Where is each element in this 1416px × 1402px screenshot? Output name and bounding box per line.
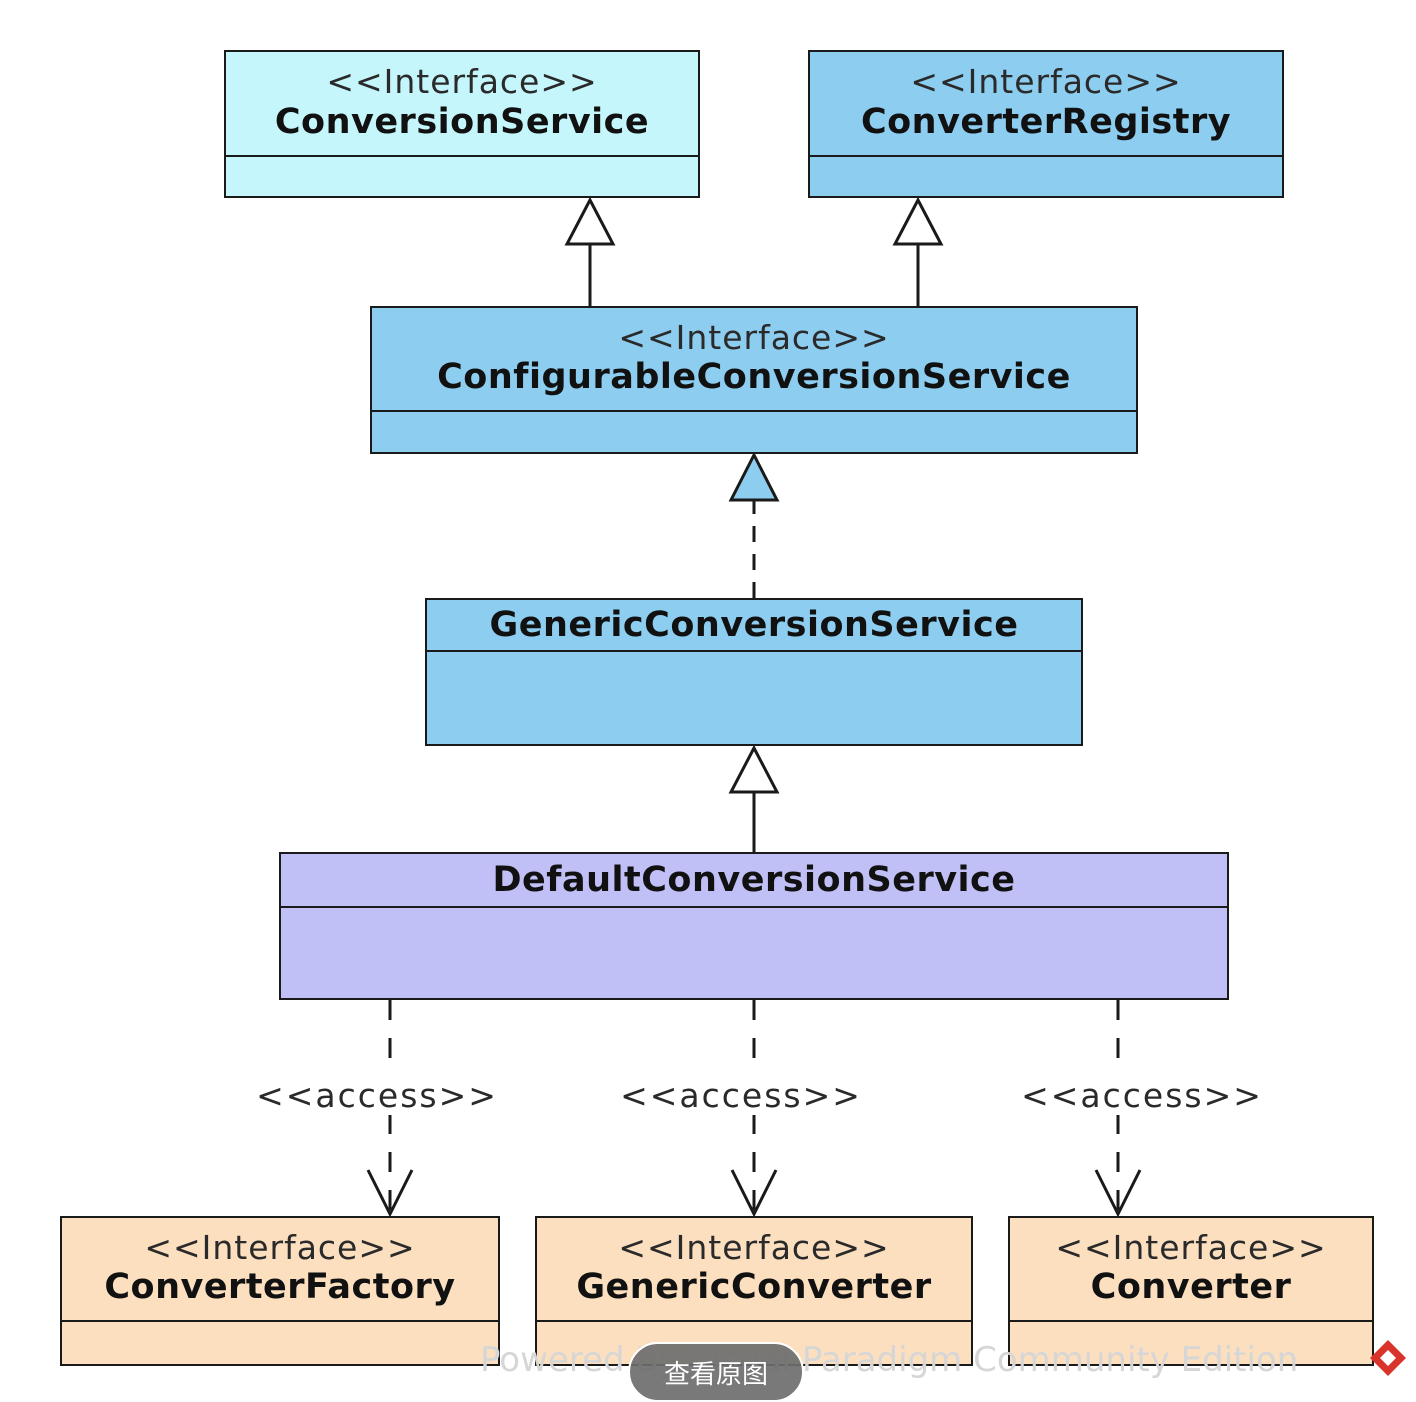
class-name: ConverterFactory [104,1267,456,1308]
stereotype-label: <<Interface>> [910,62,1182,102]
class-conversionservice[interactable]: <<Interface>> ConversionService [224,50,700,198]
stereotype-label: <<Interface>> [326,62,598,102]
access-label-converter: <<access>> [1017,1076,1267,1115]
realization-arrowhead-configurable [728,451,780,502]
generalization-arrowhead-conversionservice [564,196,616,246]
class-header: <<Interface>> ConversionService [226,52,698,157]
access-arrowhead-converter [1094,1169,1142,1218]
access-arrowhead-converterfactory [366,1169,414,1218]
access-arrowhead-genericconverter [730,1169,778,1218]
class-converterregistry[interactable]: <<Interface>> ConverterRegistry [808,50,1284,198]
class-header: <<Interface>> ConverterFactory [62,1218,498,1322]
class-header: <<Interface>> ConfigurableConversionServ… [372,308,1136,412]
class-name: DefaultConversionService [492,860,1016,900]
stereotype-label: <<Interface>> [618,317,890,357]
stereotype-label: <<Interface>> [1055,1227,1327,1267]
class-header: <<Interface>> GenericConverter [537,1218,971,1322]
class-name: ConverterRegistry [860,101,1232,142]
stereotype-label: <<Interface>> [618,1227,890,1267]
class-name: Converter [1090,1267,1292,1308]
access-label-converterfactory: <<access>> [252,1076,502,1115]
generalization-arrowhead-converterregistry [892,196,944,246]
class-header: <<Interface>> ConverterRegistry [810,52,1282,157]
stereotype-label: <<Interface>> [144,1227,416,1267]
generalization-arrowhead-genericconversionservice [728,744,780,794]
view-original-button[interactable]: 查看原图 [628,1342,804,1402]
class-converterfactory[interactable]: <<Interface>> ConverterFactory [60,1216,500,1366]
visual-paradigm-logo-icon [1370,1340,1406,1376]
class-name: ConversionService [274,101,650,142]
class-header: DefaultConversionService [281,854,1227,908]
class-genericconverter[interactable]: <<Interface>> GenericConverter [535,1216,973,1366]
watermark-text: Powered By Visual Paradigm Community Edi… [480,1340,1299,1380]
class-name: GenericConverter [576,1267,932,1308]
access-label-genericconverter: <<access>> [616,1076,866,1115]
class-converter[interactable]: <<Interface>> Converter [1008,1216,1374,1366]
class-defaultconversionservice[interactable]: DefaultConversionService [279,852,1229,1000]
class-genericconversionservice[interactable]: GenericConversionService [425,598,1083,746]
class-name: ConfigurableConversionService [437,357,1071,398]
class-configurableconversionservice[interactable]: <<Interface>> ConfigurableConversionServ… [370,306,1138,454]
class-name: GenericConversionService [489,605,1019,645]
class-header: <<Interface>> Converter [1010,1218,1372,1322]
class-header: GenericConversionService [427,600,1081,652]
